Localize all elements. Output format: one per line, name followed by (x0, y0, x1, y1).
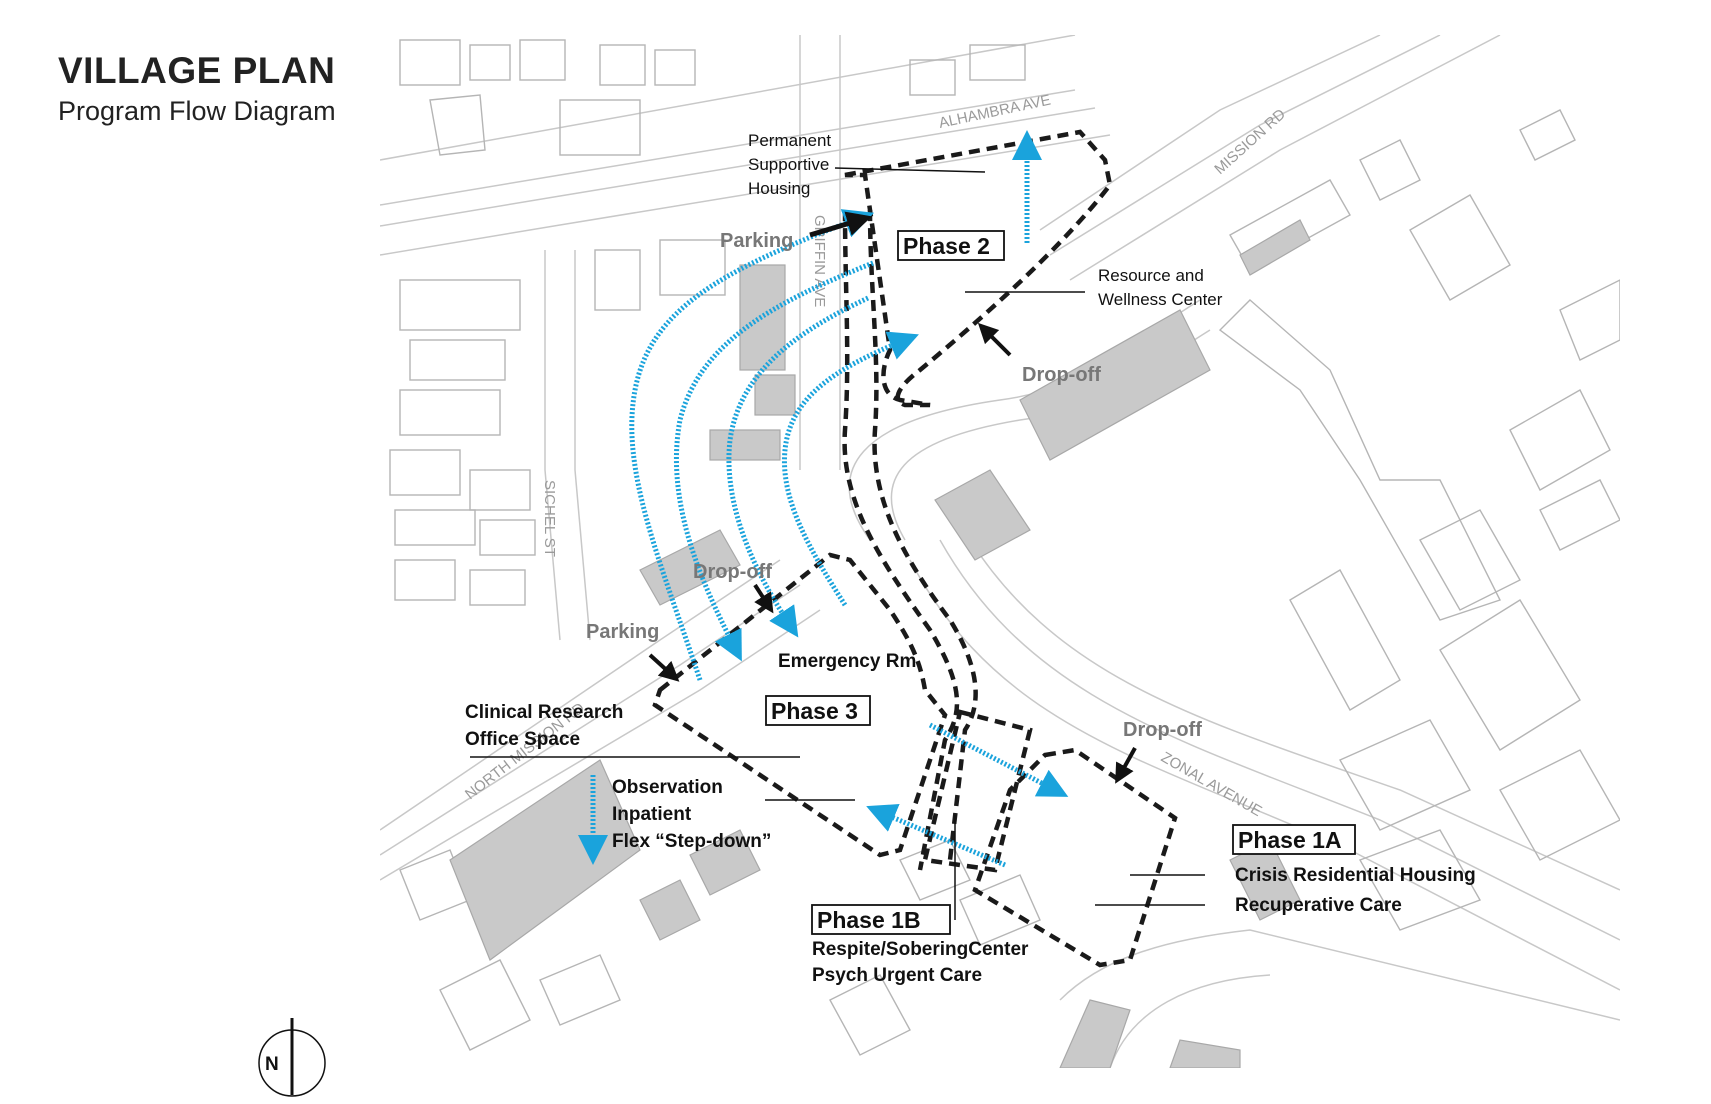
recuperative-care-label: Recuperative Care (1235, 895, 1402, 916)
resource-center-label-1: Resource and (1098, 266, 1204, 285)
dropoff-label-right: Drop-off (1022, 364, 1101, 386)
program-flow-arrows (578, 130, 1069, 868)
crisis-housing-label: Crisis Residential Housing (1235, 865, 1476, 886)
road-network (380, 35, 1620, 1068)
phase-1b-boundary (922, 709, 1033, 873)
phase-2-label: Phase 2 (903, 233, 990, 259)
phase-2-boundary (844, 129, 1113, 408)
street-label-alhambra: ALHAMBRA AVE (937, 92, 1052, 132)
flex-stepdown-label: Flex “Step-down” (612, 831, 771, 852)
phase-boundaries (652, 129, 1178, 968)
phase-1a-boundary (972, 747, 1178, 968)
title-block: VILLAGE PLAN Program Flow Diagram (58, 50, 336, 127)
page-title: VILLAGE PLAN (58, 50, 336, 91)
north-arrow-icon: N (258, 1018, 326, 1097)
permanent-housing-label-3: Housing (748, 179, 810, 198)
dropoff-label-mid: Drop-off (693, 561, 772, 583)
phase-labels: Phase 2 Phase 3 Phase 1A Phase 1B (765, 230, 1356, 935)
inpatient-label: Inpatient (612, 804, 692, 825)
flow-arrow-6 (928, 722, 1069, 797)
north-arrow-label: N (265, 1054, 279, 1075)
street-label-sichel: SICHEL ST (541, 480, 558, 557)
flow-arrow-7 (866, 804, 1006, 868)
flow-arrow-3 (726, 295, 870, 638)
resource-center-label-2: Wellness Center (1098, 290, 1223, 309)
clinical-research-label-1: Clinical Research (465, 702, 623, 723)
basemap: ALHAMBRA AVE MISSION RD SICHEL ST NORTH … (380, 35, 1620, 1068)
phase-1a-label: Phase 1A (1238, 827, 1342, 853)
leader-lines (470, 167, 1205, 920)
psych-urgent-care-label: Psych Urgent Care (812, 965, 982, 986)
phase-1b-label: Phase 1B (817, 907, 921, 933)
clinical-research-label-2: Office Space (465, 729, 580, 750)
phase-3-label: Phase 3 (771, 698, 858, 724)
emergency-room-label: Emergency Rm (778, 651, 916, 672)
flow-arrow-1 (629, 209, 875, 681)
street-label-mission: MISSION RD (1211, 106, 1289, 178)
respite-center-label: Respite/SoberingCenter (812, 939, 1029, 960)
permanent-housing-label-2: Supportive (748, 155, 829, 174)
parking-label-top: Parking (720, 230, 793, 252)
program-labels: Permanent Supportive Housing Resource an… (465, 131, 1476, 986)
street-label-zonal: ZONAL AVENUE (1158, 749, 1265, 820)
entry-arrows (648, 211, 1137, 784)
building-fills (449, 219, 1311, 1068)
dropoff-label-zonal: Drop-off (1123, 719, 1202, 741)
building-outlines (389, 39, 1620, 1056)
flow-arrow-2 (674, 260, 874, 662)
central-corridor-boundary (842, 209, 978, 871)
flow-arrow-4 (781, 331, 919, 607)
permanent-housing-label-1: Permanent (748, 131, 831, 150)
observation-label: Observation (612, 777, 723, 798)
page-subtitle: Program Flow Diagram (58, 96, 336, 126)
parking-label-left: Parking (586, 621, 659, 643)
